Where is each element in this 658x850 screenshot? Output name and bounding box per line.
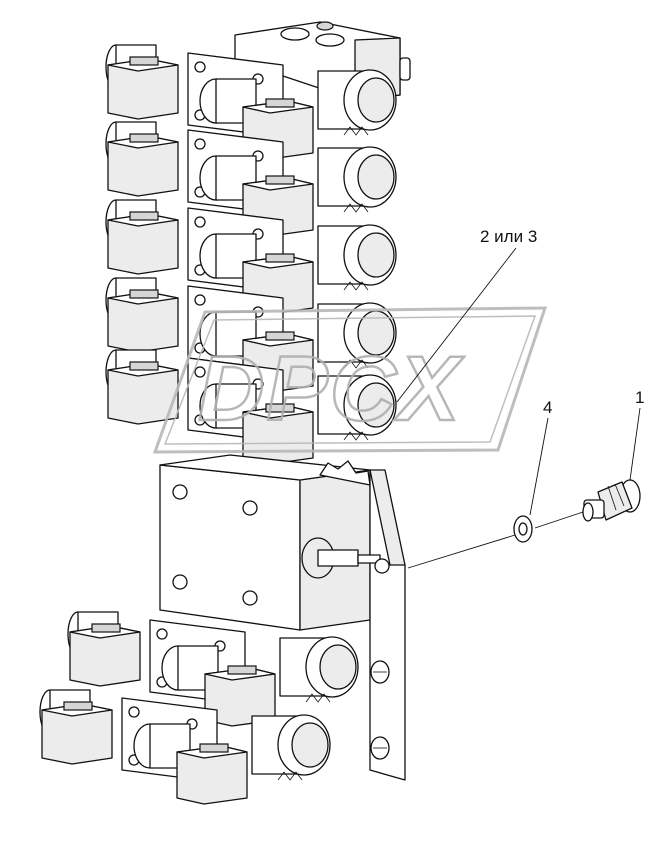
washer-part-4 xyxy=(513,515,533,543)
lower-valve-section-1 xyxy=(67,611,359,727)
upper-valve-section-5 xyxy=(105,349,397,465)
watermark-text: DPCX xyxy=(198,338,464,440)
lower-valve-stack xyxy=(39,611,359,805)
upper-valve-section-3 xyxy=(105,199,397,315)
upper-valve-section-4 xyxy=(105,277,397,393)
callout-label-4: 4 xyxy=(543,398,553,417)
watermark: DPCX xyxy=(152,306,548,454)
callout-label-1: 1 xyxy=(635,388,645,407)
lower-valve-section-2 xyxy=(39,689,331,805)
upper-valve-section-1 xyxy=(105,44,397,160)
upper-valve-stack xyxy=(105,44,397,465)
plug-part-1 xyxy=(582,479,641,522)
middle-body-block xyxy=(159,454,406,781)
callout-label-2-or-3: 2 или 3 xyxy=(480,227,538,246)
leader-lines xyxy=(396,247,641,569)
upper-valve-section-2 xyxy=(105,121,397,237)
